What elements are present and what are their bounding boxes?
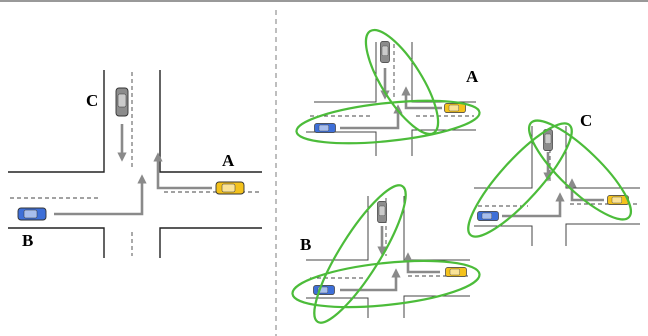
car-c-icon: [377, 201, 387, 223]
right-top-intersection: A: [295, 28, 481, 156]
group-ellipse: [295, 99, 481, 145]
car-b-icon: [17, 207, 47, 221]
car-b-icon: [477, 211, 499, 221]
label-a: A: [466, 67, 479, 86]
group-ellipse: [313, 184, 407, 324]
group-ellipse: [291, 259, 481, 309]
car-a-icon: [215, 181, 245, 195]
label-b: B: [300, 235, 311, 254]
car-a-icon: [445, 267, 467, 277]
right-middle-intersection: C: [467, 111, 640, 246]
path-b: [54, 174, 147, 216]
left-intersection: C A B: [8, 70, 262, 258]
car-b-icon: [313, 285, 335, 295]
label-c: C: [86, 91, 98, 110]
path-a: [153, 152, 212, 190]
group-ellipse: [364, 28, 440, 136]
group-ellipse: [467, 122, 573, 238]
label-b: B: [22, 231, 33, 250]
car-c-icon: [115, 87, 129, 117]
car-b-icon: [314, 123, 336, 133]
car-a-icon: [444, 103, 466, 113]
right-bottom-intersection: B: [291, 184, 481, 324]
car-c-icon: [380, 41, 390, 63]
label-a: A: [222, 151, 235, 170]
label-c: C: [580, 111, 592, 130]
group-ellipse: [528, 119, 632, 221]
